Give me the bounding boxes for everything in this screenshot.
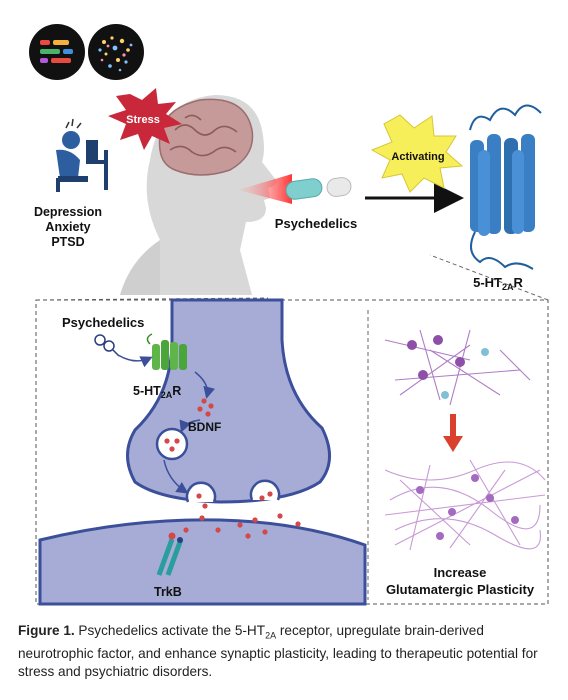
caption-text-a: Psychedelics activate the 5-HT: [74, 623, 266, 638]
stress-burst: Stress: [108, 88, 182, 150]
inhalation-cone: [238, 174, 292, 204]
trkb-label: TrkB: [154, 585, 182, 599]
inset-receptor-icon: [146, 333, 187, 370]
condition-depression: Depression: [34, 205, 102, 219]
psychedelics-top-label: Psychedelics: [275, 216, 357, 231]
bdnf-to-vesicle-arrow: [179, 419, 201, 433]
network-logo-icon: [88, 24, 144, 80]
psychedelics-inset-label: Psychedelics: [62, 315, 144, 330]
receptor-top-label: 5-HT2AR: [473, 275, 523, 292]
zoom-line-right: [429, 254, 549, 301]
receptor-5ht2a-icon: [469, 104, 542, 270]
brain-figure: [158, 98, 254, 176]
condition-ptsd: PTSD: [51, 235, 84, 249]
dense-neurons-figure: [384, 459, 546, 551]
condition-anxiety: Anxiety: [45, 220, 90, 234]
activating-burst: Activating: [370, 114, 464, 193]
pill-capsule-icon: [285, 177, 352, 200]
app-logo-icon: [29, 24, 85, 80]
released-bdnf-dots: [183, 513, 301, 539]
activating-label: Activating: [391, 151, 444, 163]
vesicle-bdnf: [155, 427, 189, 461]
vesicle-fusing-left: [185, 481, 217, 509]
postsynaptic-membrane: [38, 518, 367, 606]
receptor-to-bdnf-arrow: [194, 371, 215, 399]
molecule-arrow: [117, 354, 153, 368]
vesicle-fusing-right: [249, 479, 281, 501]
sparse-neurons-figure: [384, 329, 531, 406]
presynaptic-terminal: [126, 298, 331, 504]
bdnf-label: BDNF: [188, 420, 221, 434]
increase-arrow: [443, 414, 463, 452]
increase-label-line2: Glutamatergic Plasticity: [386, 582, 535, 597]
stress-label: Stress: [126, 114, 160, 126]
bdnf-cluster: [197, 398, 214, 417]
caption-text-sub: 2A: [265, 630, 277, 641]
caption-text-b: receptor, upregulate brain-derived neuro…: [18, 623, 538, 679]
caption-figure-label: Figure 1.: [18, 623, 75, 638]
psychedelic-molecule-icon: [94, 334, 120, 357]
trkb-receptor-icon: [156, 532, 184, 576]
figure-caption: Figure 1. Psychedelics activate the 5-HT…: [18, 622, 556, 681]
increase-label-line1: Increase: [434, 565, 487, 580]
receptor-inset-label: 5-HT2AR: [133, 384, 181, 400]
vesicle-to-release-arrow: [163, 459, 189, 494]
depressed-person-icon: [56, 118, 108, 192]
